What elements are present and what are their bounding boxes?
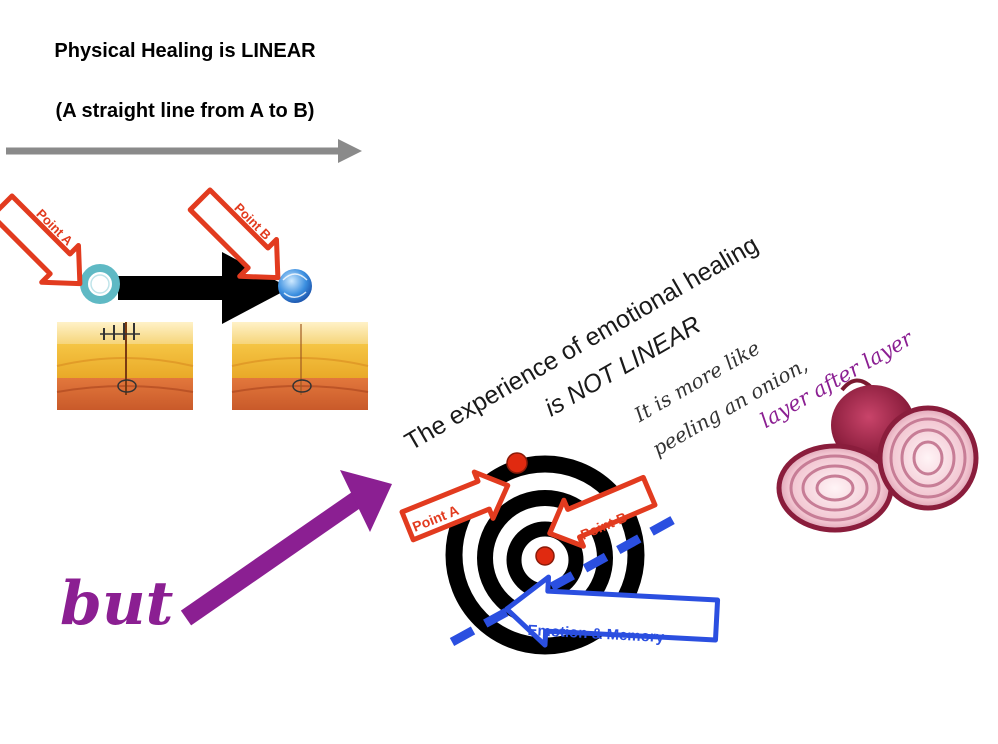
a-to-b-black-arrow — [118, 252, 290, 324]
emotion-dashed-line — [449, 512, 683, 646]
but-purple-arrow — [180, 470, 392, 626]
point-b-callout — [187, 187, 281, 281]
point-a-marker — [80, 264, 120, 304]
linear-subtitle: (A straight line from A to B) — [55, 100, 315, 122]
point-b-marker — [278, 269, 312, 303]
stitched-skin-illustration — [56, 322, 194, 410]
onion-illustration — [776, 378, 979, 533]
linear-title: Physical Healing is LINEAR — [54, 40, 316, 62]
point-a-callout — [0, 193, 83, 287]
emotion-memory-callout — [504, 574, 721, 648]
spiral-point-a-callout — [399, 469, 511, 543]
spiral-point-b-callout — [547, 474, 658, 549]
but-word: but — [60, 569, 174, 639]
healed-skin-illustration — [231, 322, 369, 410]
linear-progress-arrow — [6, 139, 362, 163]
